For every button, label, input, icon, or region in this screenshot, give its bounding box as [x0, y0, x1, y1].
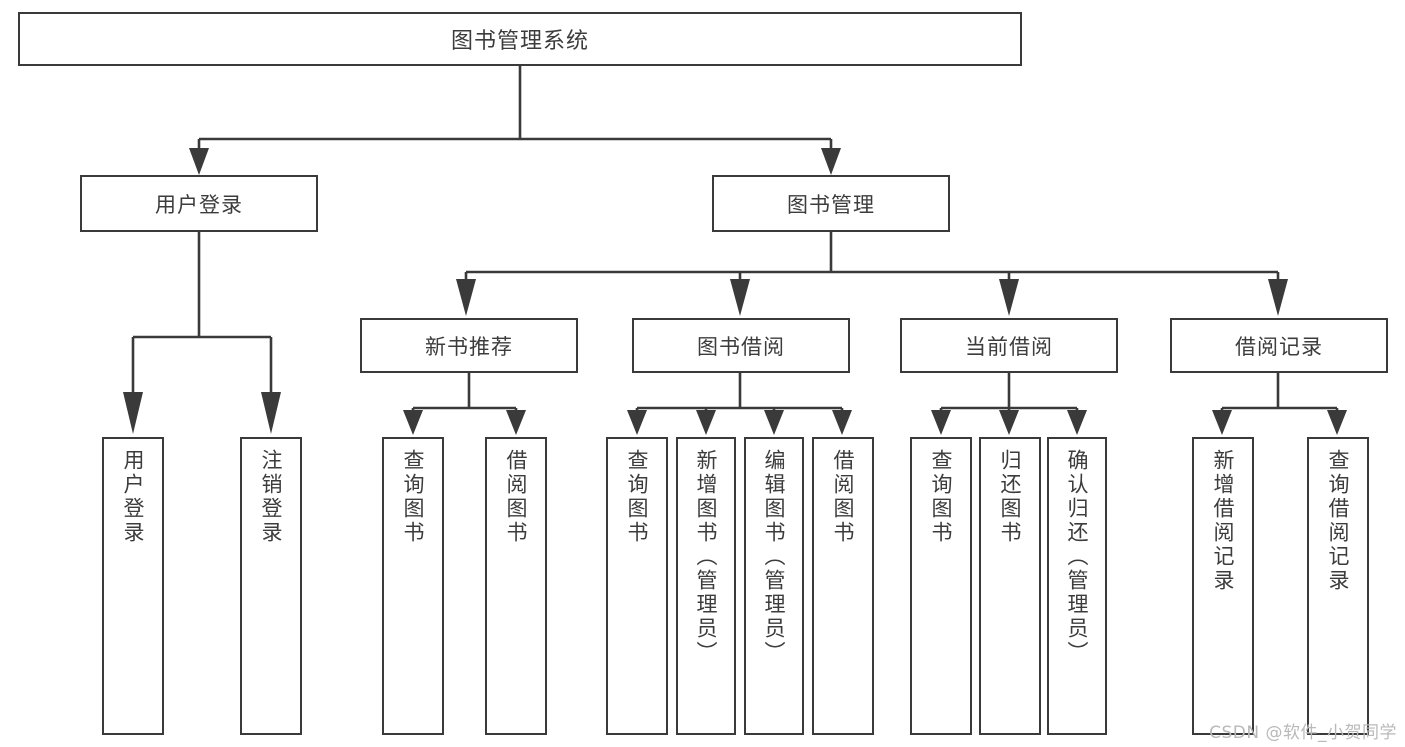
leaf-add-book[interactable]: 新增图书（管理员）: [676, 437, 736, 735]
leaf-add-borrow-record[interactable]: 新增借阅记录: [1192, 437, 1254, 735]
leaf-logout-login[interactable]: 注销登录: [240, 437, 302, 735]
leaf-label: 新增借阅记录: [1211, 449, 1236, 593]
leaf-query-book-recommend[interactable]: 查询图书: [382, 437, 444, 735]
leaf-label: 借阅图书: [504, 449, 529, 545]
node-user-login[interactable]: 用户登录: [80, 175, 318, 232]
leaf-label: 查询图书: [401, 449, 426, 545]
node-label: 图书管理: [787, 192, 875, 217]
leaf-label: 查询借阅记录: [1326, 449, 1351, 593]
node-label: 用户登录: [155, 192, 243, 217]
leaf-label: 查询图书: [625, 449, 650, 545]
node-new-book-recommend[interactable]: 新书推荐: [360, 318, 578, 373]
leaf-label: 借阅图书: [831, 449, 856, 545]
leaf-label: 归还图书: [998, 449, 1023, 545]
node-root-图书管理系统[interactable]: 图书管理系统: [18, 12, 1022, 66]
leaf-borrow-book-recommend[interactable]: 借阅图书: [485, 437, 547, 735]
node-book-borrow[interactable]: 图书借阅: [632, 318, 850, 373]
node-label: 图书借阅: [697, 334, 785, 359]
node-borrow-record[interactable]: 借阅记录: [1170, 318, 1388, 373]
leaf-borrow-book[interactable]: 借阅图书: [812, 437, 874, 735]
node-label: 当前借阅: [965, 334, 1053, 359]
node-label: 图书管理系统: [450, 29, 589, 54]
leaf-query-book-current[interactable]: 查询图书: [910, 437, 972, 735]
leaf-label: 查询图书: [929, 449, 954, 545]
node-label: 借阅记录: [1235, 334, 1323, 359]
watermark-text: CSDN @软件_小贺同学: [1209, 723, 1397, 743]
leaf-label: 确认归还（管理员）: [1065, 449, 1090, 665]
node-current-borrow[interactable]: 当前借阅: [900, 318, 1118, 373]
leaf-label: 编辑图书（管理员）: [762, 449, 787, 665]
leaf-confirm-return[interactable]: 确认归还（管理员）: [1047, 437, 1107, 735]
leaf-return-book[interactable]: 归还图书: [979, 437, 1041, 735]
leaf-label: 注销登录: [259, 449, 284, 545]
node-book-manage[interactable]: 图书管理: [712, 175, 950, 232]
leaf-user-login[interactable]: 用户登录: [102, 437, 164, 735]
leaf-label: 新增图书（管理员）: [694, 449, 719, 665]
leaf-edit-book[interactable]: 编辑图书（管理员）: [744, 437, 804, 735]
leaf-label: 用户登录: [121, 449, 146, 545]
leaf-query-book-borrow[interactable]: 查询图书: [606, 437, 668, 735]
node-label: 新书推荐: [425, 334, 513, 359]
leaf-query-borrow-record[interactable]: 查询借阅记录: [1307, 437, 1369, 735]
